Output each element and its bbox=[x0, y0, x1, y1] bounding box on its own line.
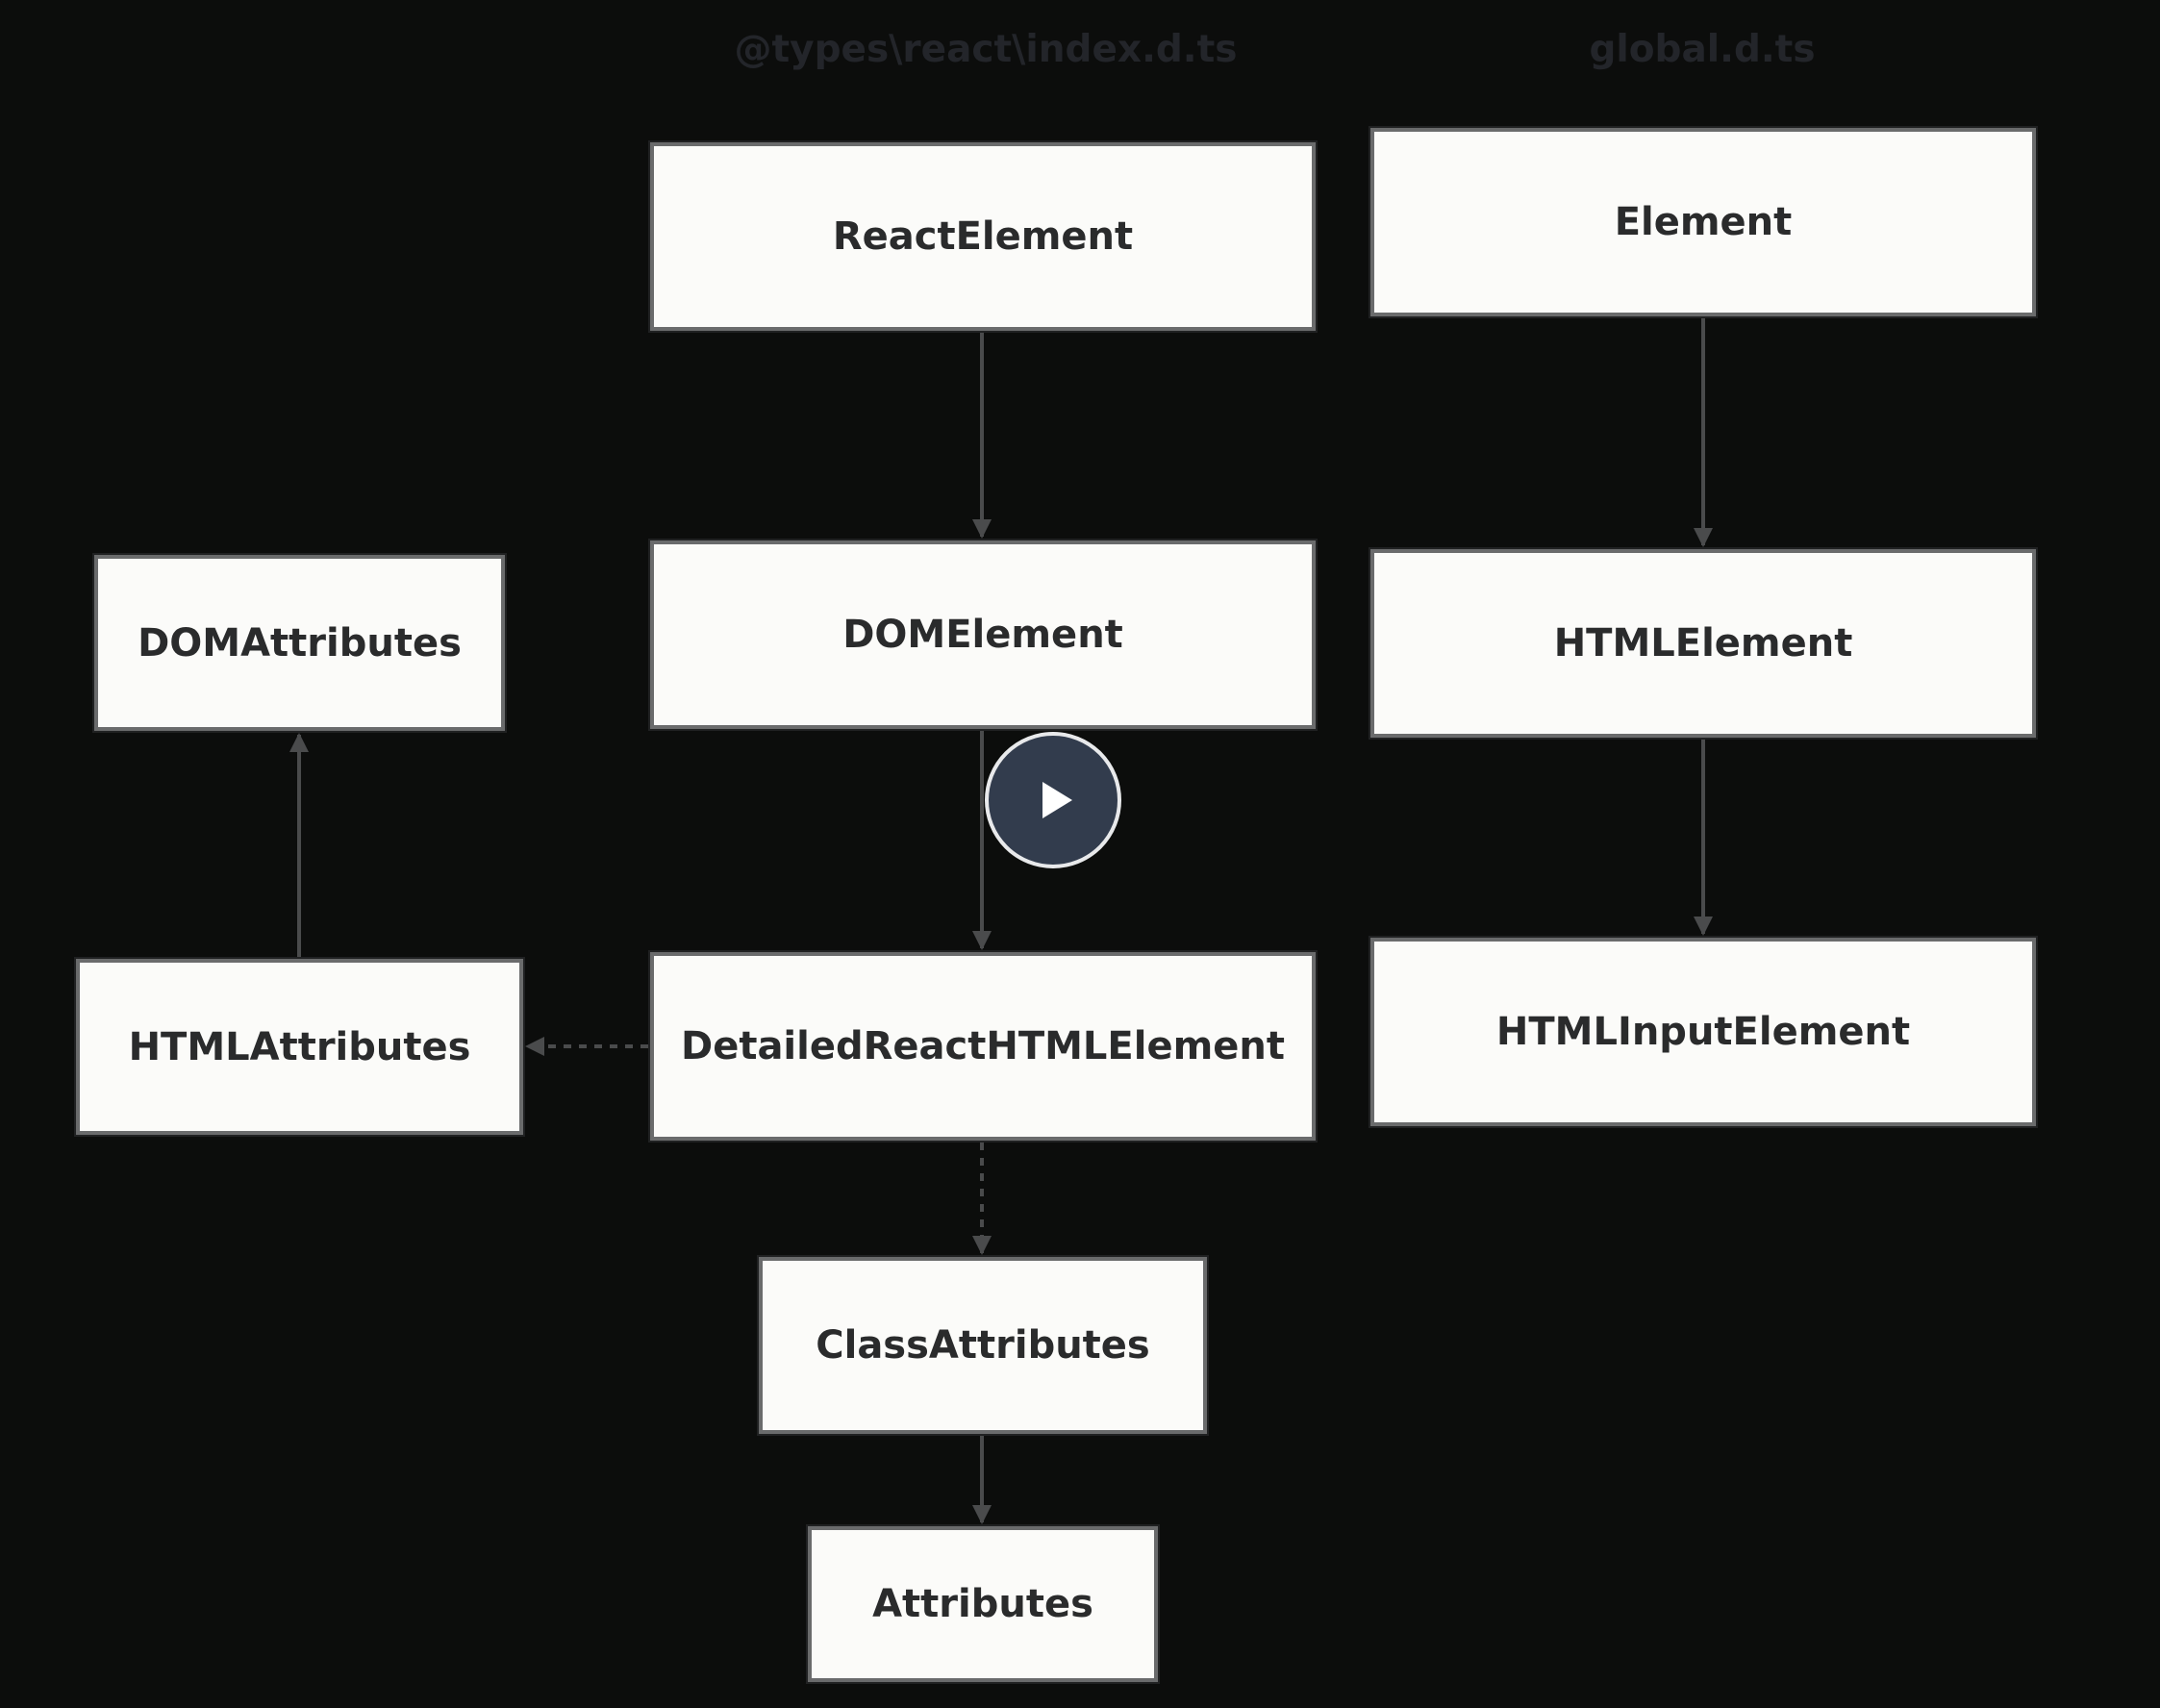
node-label: DOMAttributes bbox=[138, 620, 462, 666]
node-html-element: HTMLElement bbox=[1370, 549, 2036, 738]
node-react-element: ReactElement bbox=[650, 142, 1316, 331]
node-label: HTMLElement bbox=[1553, 621, 1853, 666]
node-html-attributes: HTMLAttributes bbox=[76, 959, 523, 1135]
node-dom-element: DOMElement bbox=[650, 540, 1316, 729]
node-detailed-react-html-element: DetailedReactHTMLElement bbox=[650, 952, 1316, 1141]
node-label: HTMLInputElement bbox=[1495, 1010, 1911, 1054]
file-header-react-types: @types\react\index.d.ts bbox=[734, 28, 1238, 71]
node-element: Element bbox=[1370, 128, 2036, 316]
file-header-global-types: global.d.ts bbox=[1589, 28, 1816, 71]
node-label: HTMLAttributes bbox=[128, 1024, 471, 1069]
node-label: Element bbox=[1614, 200, 1793, 244]
node-dom-attributes: DOMAttributes bbox=[94, 555, 505, 731]
node-label: Attributes bbox=[872, 1582, 1093, 1626]
node-attributes: Attributes bbox=[808, 1526, 1158, 1682]
node-label: ClassAttributes bbox=[816, 1323, 1150, 1368]
video-play-button[interactable] bbox=[985, 732, 1121, 868]
node-html-input-element: HTMLInputElement bbox=[1370, 938, 2036, 1126]
node-class-attributes: ClassAttributes bbox=[759, 1257, 1207, 1434]
play-icon bbox=[1042, 782, 1072, 818]
node-label: DetailedReactHTMLElement bbox=[680, 1024, 1285, 1068]
node-label: DOMElement bbox=[842, 613, 1123, 657]
node-label: ReactElement bbox=[832, 214, 1134, 259]
